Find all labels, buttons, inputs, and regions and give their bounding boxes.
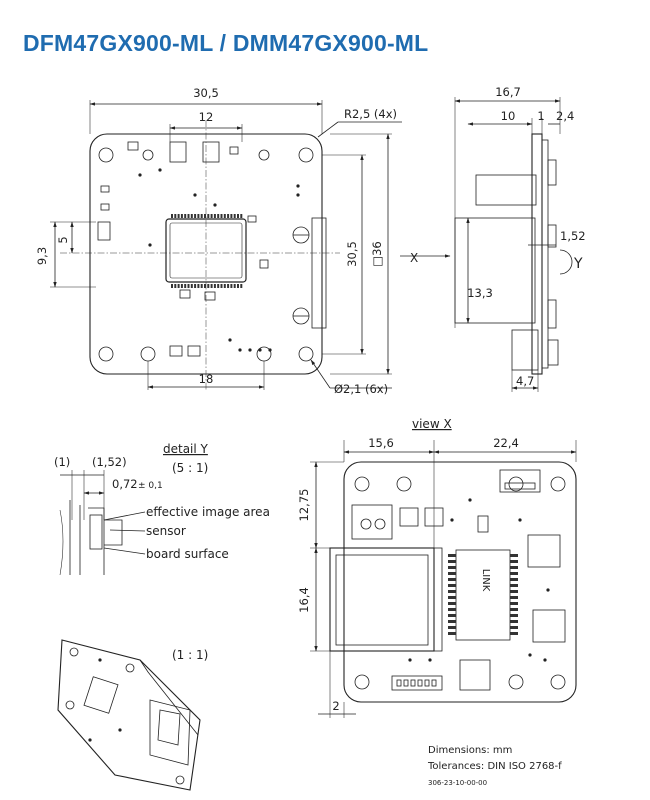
label-sensor: sensor [146, 524, 186, 538]
dim-side-1-52: 1,52 [560, 229, 586, 243]
iso-view: (1 : 1) [57, 639, 208, 791]
dim-hole-spacing: 18 [199, 372, 214, 386]
detail-scale: (5 : 1) [172, 461, 208, 475]
detail-dim-1: (1) [54, 455, 70, 469]
dim-view-x-edge: 2 [332, 699, 339, 713]
dim-view-x-right: 22,4 [493, 436, 519, 450]
detail-y: detail Y (5 : 1) (1) (1,52) 0,72 ± 0,1 e… [54, 442, 270, 576]
view-x-chip-text: LINK [480, 569, 491, 592]
view-x-board-outline [343, 461, 577, 703]
dim-hole-diameter: Ø2,1 (6x) [334, 382, 388, 396]
detail-tolerance: ± 0,1 [138, 481, 163, 491]
dim-front-height: 30,5 [345, 241, 359, 267]
detail-dim-0-72: 0,72 [112, 477, 138, 491]
iso-scale: (1 : 1) [172, 648, 208, 662]
dim-side-1: 1 [537, 109, 544, 123]
dim-side-10: 10 [501, 109, 516, 123]
side-arrow-x: X [410, 251, 418, 265]
dim-side-13-3: 13,3 [467, 286, 493, 300]
side-view: X Y 16,7 10 1 2,4 1,52 13,3 4,7 [400, 85, 586, 392]
front-side-connector [292, 217, 327, 329]
dim-view-x-lower: 16,4 [297, 587, 311, 613]
front-view: 30,5 12 R2,5 (4x) 9,3 5 30,5 □36 18 Ø2,1… [35, 86, 402, 396]
label-board-surface: board surface [146, 547, 229, 561]
note-tolerances: Tolerances: DIN ISO 2768-f [427, 761, 562, 772]
dim-side-2-4: 2,4 [556, 109, 574, 123]
dim-left-5: 5 [56, 236, 70, 243]
side-lens-mount [454, 217, 536, 324]
drawing-notes: Dimensions: mm Tolerances: DIN ISO 2768-… [427, 745, 562, 787]
dim-view-x-left: 15,6 [368, 436, 394, 450]
label-image-area: effective image area [146, 505, 270, 519]
drawing-title: DFM47GX900-ML / DMM47GX900-ML [23, 30, 429, 56]
detail-dim-1-52: (1,52) [92, 455, 127, 469]
dim-corner-radius: R2,5 (4x) [344, 107, 397, 121]
front-components [97, 141, 300, 357]
detail-title: detail Y [163, 442, 209, 456]
note-dimensions: Dimensions: mm [428, 745, 512, 756]
view-x-title: view X [412, 417, 452, 431]
side-arrow-y: Y [573, 256, 583, 272]
dim-view-x-upper: 12,75 [297, 489, 311, 522]
view-x-chip [455, 549, 511, 641]
view-x: view X LINK [297, 417, 577, 718]
dim-front-upper: 12 [199, 110, 214, 124]
dim-side-4-7: 4,7 [516, 374, 534, 388]
dim-front-width: 30,5 [193, 86, 219, 100]
dim-side-total: 16,7 [495, 85, 521, 99]
dim-square-36: □36 [370, 241, 384, 267]
dim-left-9-3: 9,3 [35, 247, 49, 265]
view-x-lens-mount [329, 547, 435, 652]
note-doc-number: 306-23-10-00-00 [428, 779, 487, 787]
